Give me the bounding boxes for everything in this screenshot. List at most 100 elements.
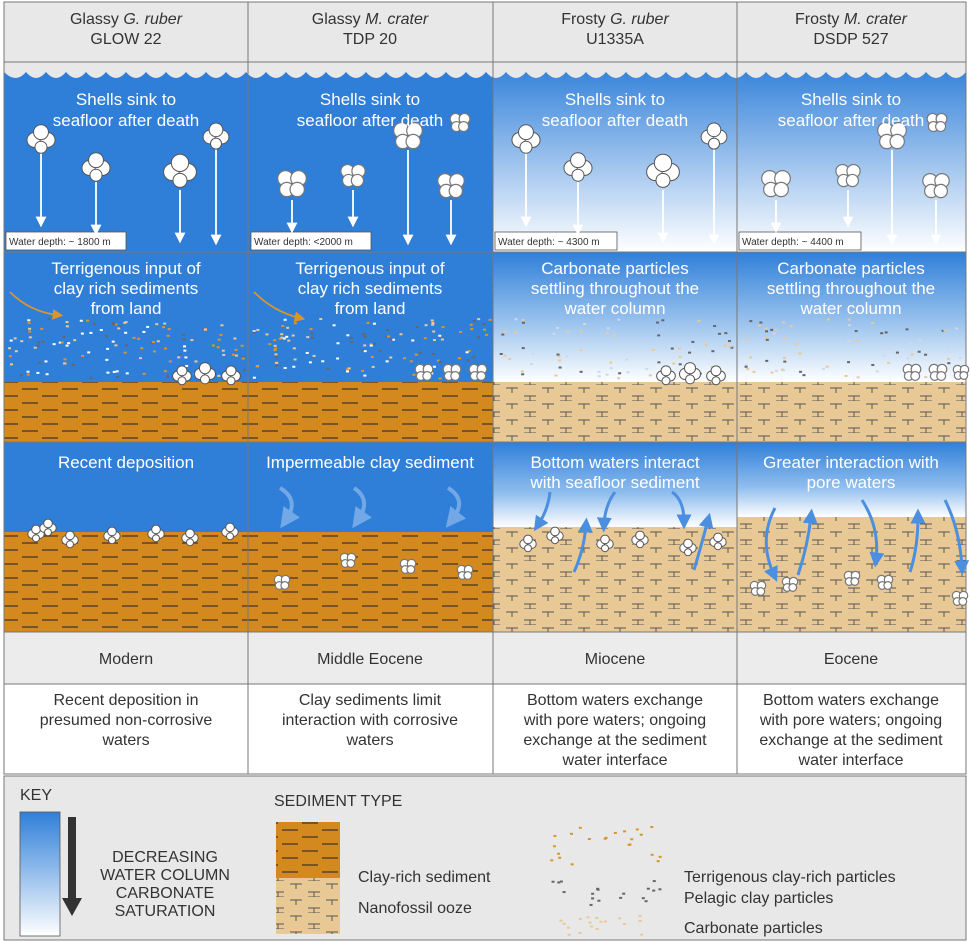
row3-labels: Recent deposition Impermeable clay sedim… bbox=[58, 453, 939, 492]
svg-text:Impermeable clay sediment: Impermeable clay sediment bbox=[266, 453, 474, 472]
particle bbox=[242, 368, 246, 371]
particle bbox=[370, 355, 374, 358]
particle bbox=[346, 334, 350, 337]
particle bbox=[718, 332, 722, 335]
particle bbox=[184, 356, 188, 359]
particle bbox=[162, 326, 166, 329]
particle bbox=[854, 330, 858, 333]
svg-text:water column: water column bbox=[563, 299, 665, 318]
particle bbox=[765, 338, 769, 341]
particle bbox=[40, 327, 44, 330]
particle bbox=[221, 349, 225, 352]
particle bbox=[670, 347, 674, 350]
particle bbox=[268, 343, 272, 346]
particle bbox=[345, 368, 349, 371]
svg-text:Recent deposition in: Recent deposition in bbox=[54, 692, 199, 709]
particle bbox=[508, 358, 512, 361]
particle bbox=[774, 369, 778, 372]
description-row bbox=[4, 684, 966, 774]
particle bbox=[281, 325, 285, 328]
particle bbox=[163, 322, 167, 325]
particle bbox=[47, 318, 51, 321]
particle bbox=[826, 318, 830, 321]
particle bbox=[311, 336, 315, 339]
particle bbox=[946, 357, 950, 360]
particle bbox=[887, 361, 891, 364]
svg-text:Miocene: Miocene bbox=[585, 651, 646, 668]
particle bbox=[312, 354, 316, 357]
particle bbox=[222, 353, 226, 356]
particle bbox=[485, 333, 489, 336]
particle bbox=[924, 353, 928, 356]
particle bbox=[438, 334, 442, 337]
particle bbox=[137, 337, 141, 340]
particle bbox=[476, 336, 480, 339]
particle bbox=[583, 323, 587, 326]
particle-swatch bbox=[591, 892, 595, 895]
particle-swatch bbox=[557, 881, 561, 884]
particle bbox=[609, 367, 613, 370]
particle bbox=[943, 329, 947, 332]
particle-swatch bbox=[622, 923, 626, 926]
particle bbox=[612, 334, 616, 337]
particle-swatch bbox=[597, 899, 601, 902]
particle bbox=[566, 330, 570, 333]
particle bbox=[432, 365, 436, 368]
foram-shell-icon bbox=[193, 362, 217, 385]
particle bbox=[557, 355, 561, 358]
svg-text:Modern: Modern bbox=[99, 651, 153, 668]
particle-swatch bbox=[623, 830, 627, 833]
particle bbox=[385, 360, 389, 363]
particle bbox=[555, 326, 559, 329]
particle bbox=[617, 377, 621, 380]
foram-shell-icon bbox=[679, 538, 697, 557]
particle bbox=[183, 345, 187, 348]
particle bbox=[63, 358, 67, 361]
particle bbox=[26, 373, 30, 376]
particle bbox=[409, 360, 413, 363]
particle bbox=[280, 333, 284, 336]
particle bbox=[431, 322, 435, 325]
particle bbox=[106, 371, 110, 374]
particle bbox=[625, 358, 629, 361]
particle bbox=[86, 319, 90, 322]
particle bbox=[13, 337, 17, 340]
particle bbox=[283, 318, 287, 321]
particle bbox=[166, 375, 170, 378]
particle bbox=[765, 359, 769, 362]
terrigenous-label: Terrigenous clay-rich particles bbox=[684, 869, 896, 886]
particle-swatch bbox=[613, 831, 617, 834]
particle bbox=[194, 360, 198, 363]
particle bbox=[386, 328, 390, 331]
particle-swatch bbox=[638, 914, 642, 917]
particle bbox=[116, 376, 120, 379]
particle-swatch bbox=[652, 880, 656, 883]
age-row bbox=[4, 632, 966, 684]
particle bbox=[273, 347, 277, 350]
svg-text:Shells sink to: Shells sink to bbox=[76, 90, 176, 109]
svg-text:Clay sediments limit: Clay sediments limit bbox=[299, 692, 442, 709]
frosty-foram-shell-icon bbox=[951, 590, 969, 606]
grid-lines bbox=[3, 1, 967, 775]
particle-swatch bbox=[567, 933, 571, 936]
particle bbox=[168, 360, 172, 363]
particle bbox=[163, 347, 167, 350]
particle bbox=[38, 361, 42, 364]
svg-text:Water depth: ~ 4300 m: Water depth: ~ 4300 m bbox=[498, 237, 600, 248]
particle-swatch bbox=[595, 916, 599, 919]
particle-swatch bbox=[638, 920, 642, 923]
particle bbox=[151, 341, 155, 344]
foram-shell-icon bbox=[26, 124, 56, 154]
svg-text:Water depth: ~ 4400 m: Water depth: ~ 4400 m bbox=[742, 237, 844, 248]
particle bbox=[386, 335, 390, 338]
particle bbox=[182, 338, 186, 341]
particle bbox=[880, 332, 884, 335]
particle bbox=[411, 339, 415, 342]
particle bbox=[321, 360, 325, 363]
foram-shell-icon bbox=[546, 526, 564, 545]
column-headers: Glassy G. ruber GLOW 22 Glassy M. crater… bbox=[70, 11, 908, 48]
particle bbox=[795, 343, 799, 346]
particle-swatch bbox=[591, 897, 595, 900]
particle bbox=[645, 367, 649, 370]
svg-text:interaction with corrosive: interaction with corrosive bbox=[282, 712, 458, 729]
